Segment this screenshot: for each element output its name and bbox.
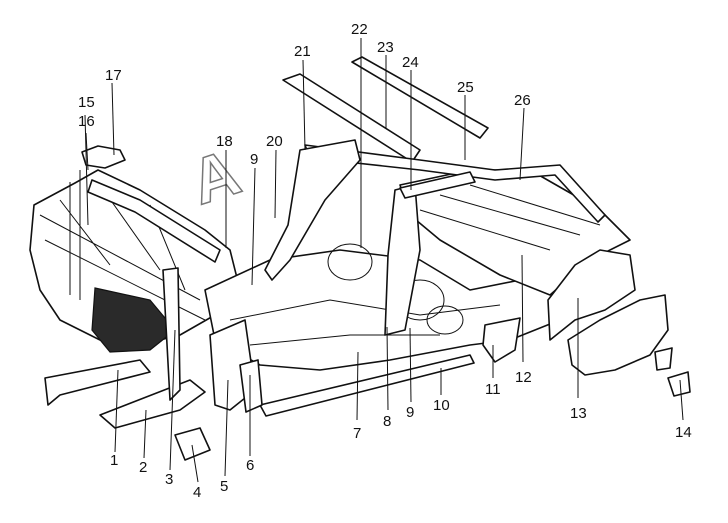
callout-6: 6 <box>246 457 254 474</box>
front-lower-parts <box>44 267 263 461</box>
callout-21: 21 <box>294 43 311 60</box>
callout-1: 1 <box>110 452 118 469</box>
small-brackets <box>482 317 691 397</box>
callout-14: 14 <box>675 424 692 441</box>
front-bulkhead <box>29 169 241 353</box>
callout-18: 18 <box>216 133 233 150</box>
rocker-sill <box>259 354 475 417</box>
callout-9-upper: 9 <box>250 151 258 168</box>
callout-labels: 1 2 3 4 5 6 7 8 9 9 10 11 12 13 14 15 16… <box>78 21 692 501</box>
callout-17: 17 <box>105 67 122 84</box>
callout-8: 8 <box>383 413 391 430</box>
callout-15: 15 <box>78 94 95 111</box>
pillars <box>264 139 476 336</box>
callout-3: 3 <box>165 471 173 488</box>
callout-7: 7 <box>353 425 361 442</box>
callout-2: 2 <box>139 459 147 476</box>
leader-lines <box>84 38 684 483</box>
callout-24: 24 <box>402 54 419 71</box>
callout-4: 4 <box>193 484 201 501</box>
callout-23: 23 <box>377 39 394 56</box>
callout-13: 13 <box>570 405 587 422</box>
callout-16: 16 <box>78 113 95 130</box>
callout-22: 22 <box>351 21 368 38</box>
callout-5: 5 <box>220 478 228 495</box>
callout-20: 20 <box>266 133 283 150</box>
callout-26: 26 <box>514 92 531 109</box>
callout-11: 11 <box>485 381 501 398</box>
callout-10: 10 <box>433 397 450 414</box>
callout-12: 12 <box>515 369 532 386</box>
callout-25: 25 <box>457 79 474 96</box>
callout-9-lower: 9 <box>406 404 414 421</box>
